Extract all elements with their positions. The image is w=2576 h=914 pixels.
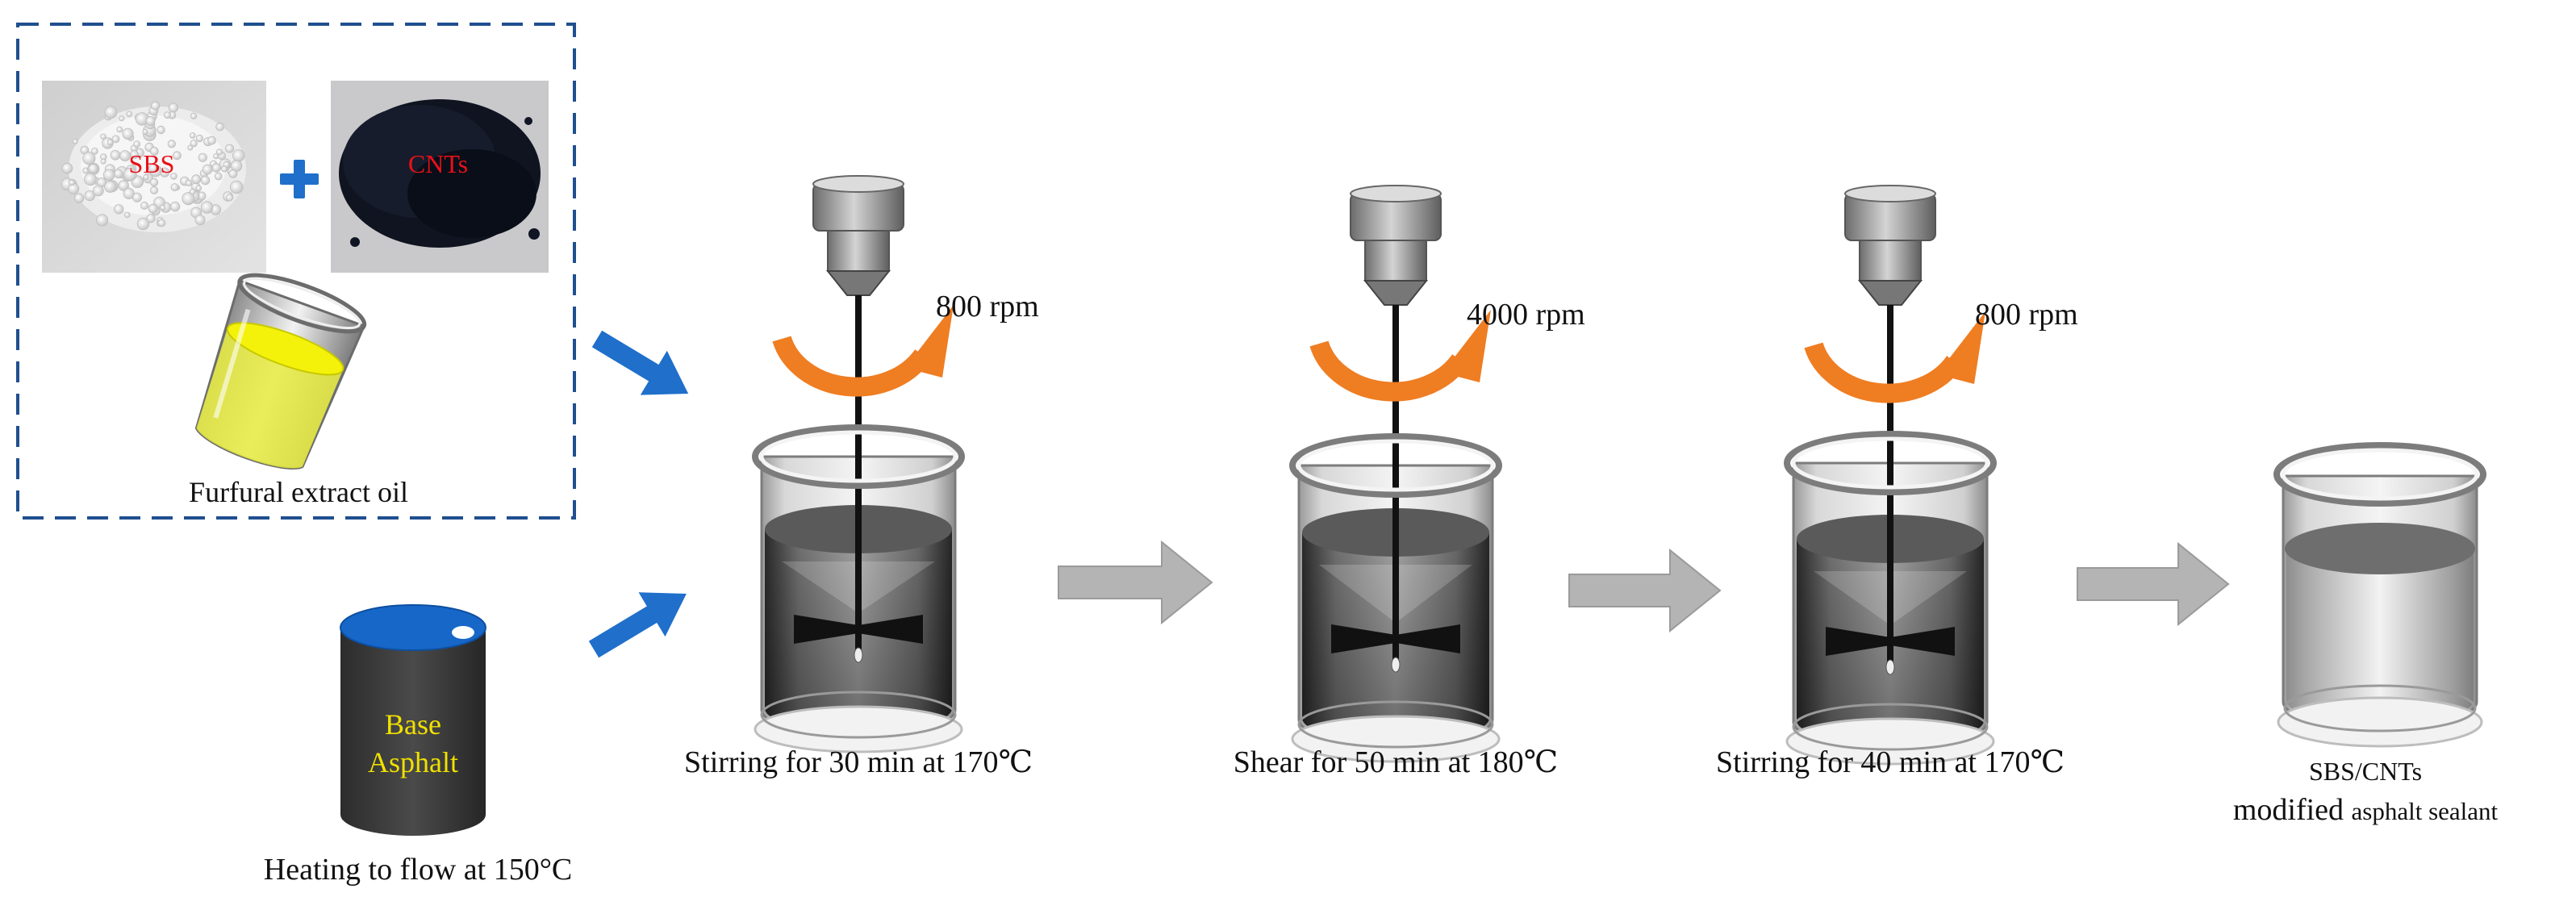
sbs-granule [190, 113, 196, 119]
oil-cup-icon [183, 264, 369, 480]
sbs-granule [202, 165, 212, 174]
sbs-granule [69, 180, 75, 186]
sbs-granule [157, 126, 165, 134]
sbs-granule [201, 176, 210, 185]
sbs-granule [222, 166, 228, 172]
sbs-granule [132, 193, 141, 202]
sbs-granule [212, 164, 221, 173]
sbs-granule [93, 186, 103, 196]
sbs-granule [146, 116, 155, 125]
sbs-granule [147, 215, 155, 223]
sbs-granule [190, 189, 195, 194]
sbs-granule [119, 116, 124, 121]
sbs-granule [161, 205, 165, 210]
sbs-granule [105, 106, 117, 119]
sbs-granule [195, 215, 205, 225]
sbs-granule [143, 129, 148, 134]
sbs-granule [141, 202, 148, 209]
product-caption-line2: modified asphalt sealant [2233, 793, 2499, 827]
rotation-arrow-icon [1319, 344, 1460, 392]
stirrer-shaft [1392, 305, 1399, 663]
rotation-arrow-icon [1814, 345, 1955, 394]
process-arrow-1 [1058, 542, 1212, 623]
step-caption: Stirring for 30 min at 170℃ [684, 745, 1033, 779]
sbs-granule [97, 215, 108, 226]
sbs-granule [226, 194, 232, 201]
rotation-arrow-icon [782, 339, 923, 387]
sbs-granule [198, 153, 207, 161]
cnts-label: CNTs [408, 149, 468, 178]
product-beaker [2277, 445, 2483, 746]
plus-icon [280, 160, 319, 198]
base-label-line2: Asphalt [368, 746, 458, 778]
sbs-granule [196, 186, 202, 191]
sbs-granule [190, 140, 197, 147]
product-caption-modified: modified [2233, 793, 2352, 827]
step-caption: Stirring for 40 min at 170℃ [1716, 745, 2065, 779]
product-caption-sealant: asphalt sealant [2352, 797, 2499, 825]
sbs-granule [74, 194, 84, 203]
sbs-granule [186, 180, 191, 186]
base-label-line1: Base [385, 708, 441, 741]
sbs-granule [229, 169, 237, 177]
sbs-granule [134, 141, 140, 148]
sbs-granule [215, 173, 222, 180]
sbs-granule [230, 181, 243, 194]
sbs-granule [73, 139, 77, 144]
sbs-label: SBS [129, 149, 175, 178]
sbs-granule [216, 149, 222, 155]
sbs-granule [151, 102, 159, 110]
sbs-granule [192, 175, 201, 184]
sbs-granule [103, 169, 115, 181]
stirrer-shaft [855, 295, 862, 653]
sbs-granule [105, 181, 116, 192]
sbs-granule [62, 163, 73, 173]
process-arrow-3 [2077, 544, 2228, 624]
oil-label: Furfural extract oil [189, 476, 408, 508]
sbs-granule [83, 152, 95, 165]
sbs-granule [169, 103, 177, 112]
step-caption: Shear for 50 min at 180℃ [1234, 745, 1558, 779]
sbs-granule [148, 204, 157, 213]
sbs-granule [101, 159, 106, 164]
sbs-granule [216, 123, 224, 131]
product-caption-line1: SBS/CNTs [2309, 757, 2422, 786]
sbs-granule [112, 136, 119, 143]
sbs-granule [115, 169, 123, 178]
sbs-granule [123, 128, 133, 139]
rpm-label: 4000 rpm [1467, 298, 1585, 332]
sbs-granule [168, 140, 175, 148]
mixer-station-1: 800 rpmStirring for 30 min at 170℃ [684, 176, 1039, 779]
sbs-granule [85, 173, 97, 186]
sbs-granule [101, 134, 106, 140]
sbs-granule [232, 150, 244, 162]
sbs-granule [226, 144, 234, 152]
sbs-granule [151, 186, 158, 194]
rpm-label: 800 rpm [1975, 298, 2078, 332]
base-caption: Heating to flow at 150°C [264, 853, 572, 887]
process-arrow-2 [1569, 550, 1720, 631]
sbs-granule [117, 127, 123, 132]
sbs-granule [111, 150, 120, 160]
blue-arrow-from-base [581, 572, 700, 672]
sbs-granule [127, 111, 132, 117]
sbs-granule [201, 202, 213, 214]
blue-arrow-from-ingredients [584, 317, 702, 416]
sbs-granule [89, 164, 98, 173]
rpm-label: 800 rpm [936, 290, 1039, 323]
sbs-granule [171, 184, 178, 191]
sbs-granule [150, 178, 158, 186]
sbs-granule [208, 136, 216, 144]
sbs-granule [170, 202, 180, 211]
sbs-granule [196, 135, 202, 141]
sbs-granule [125, 212, 131, 218]
sbs-granule [114, 204, 123, 214]
sbs-granule [165, 112, 171, 119]
sbs-granule [190, 133, 195, 139]
sbs-granule [158, 219, 165, 227]
